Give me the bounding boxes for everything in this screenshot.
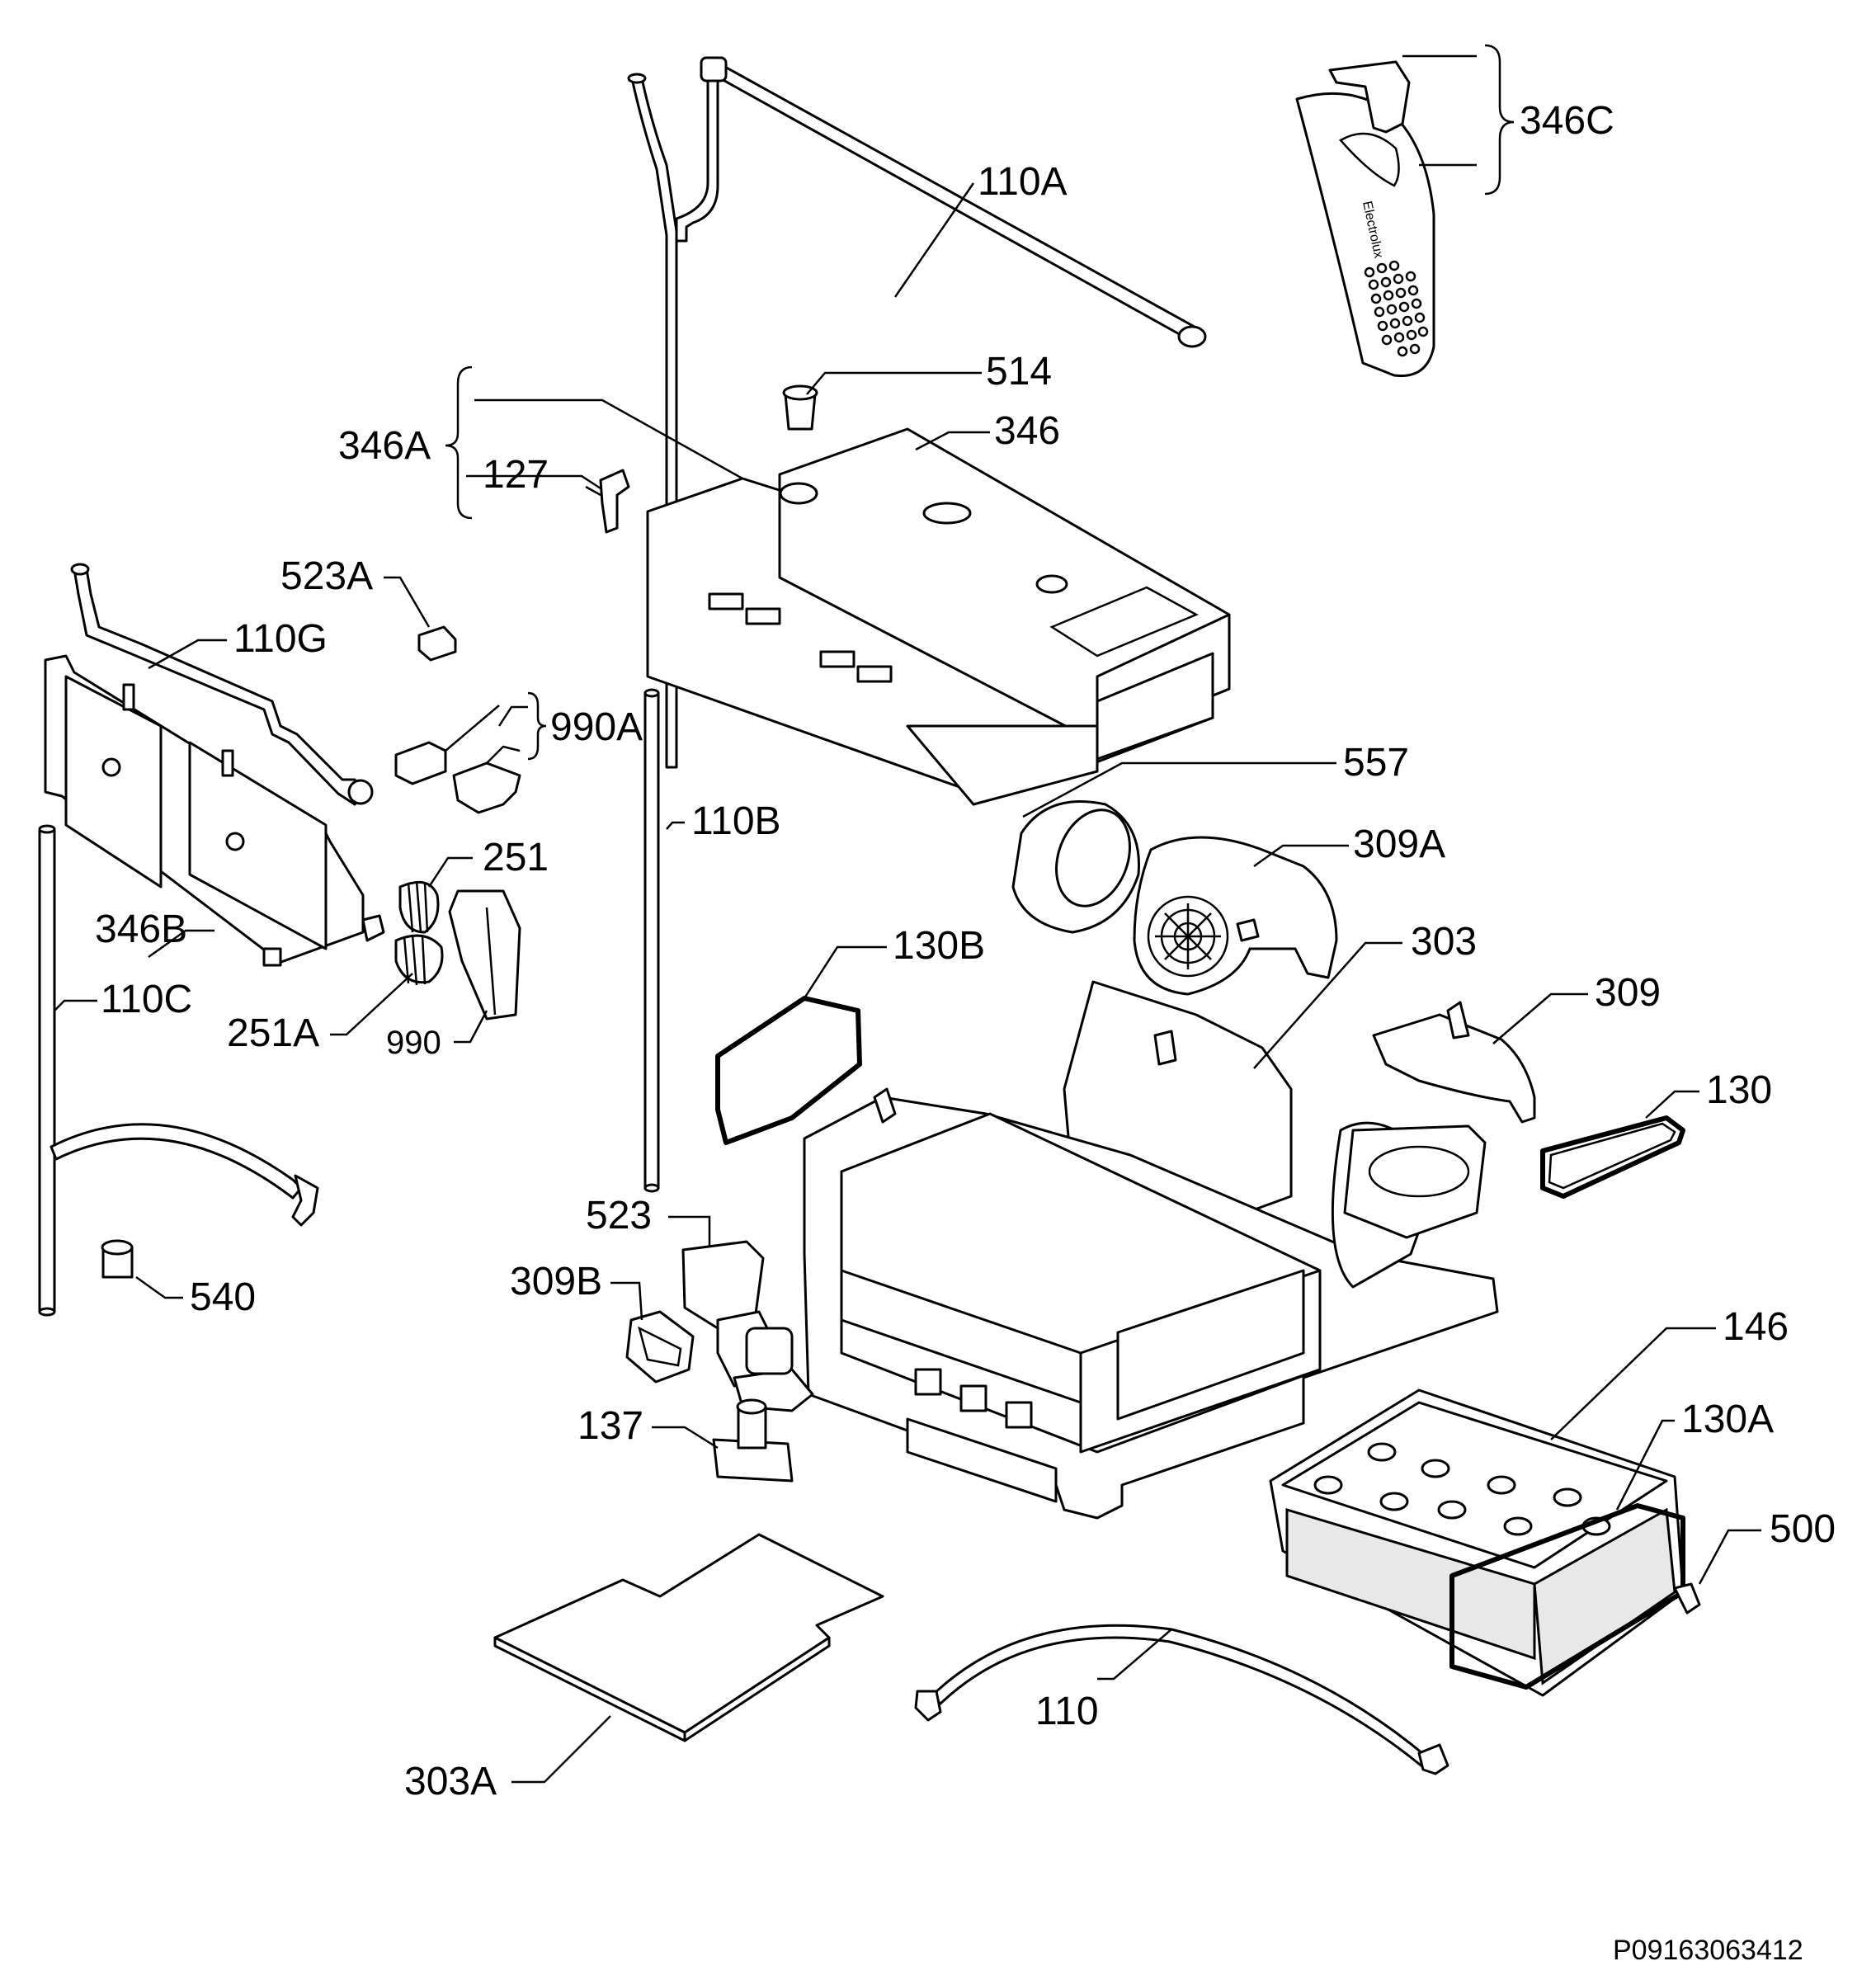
part-990-spout bbox=[448, 889, 521, 1021]
label-346B: 346B bbox=[95, 908, 187, 951]
part-251-spring bbox=[398, 880, 440, 934]
part-990A-switch bbox=[394, 741, 521, 814]
part-514-cap bbox=[782, 384, 818, 431]
label-990A: 990A bbox=[550, 705, 643, 749]
label-110: 110 bbox=[1035, 1690, 1099, 1733]
part-346-water-container bbox=[646, 427, 1231, 806]
label-110C: 110C bbox=[101, 978, 192, 1021]
label-346A: 346A bbox=[338, 424, 431, 468]
label-127: 127 bbox=[483, 453, 549, 497]
label-251A: 251A bbox=[227, 1011, 319, 1055]
label-303A: 303A bbox=[404, 1760, 497, 1803]
label-146: 146 bbox=[1723, 1305, 1789, 1349]
label-500: 500 bbox=[1770, 1507, 1836, 1551]
part-251A-spring bbox=[394, 934, 444, 986]
part-557-ring bbox=[1011, 800, 1140, 934]
label-346: 346 bbox=[994, 409, 1060, 453]
part-127-clip bbox=[585, 469, 630, 534]
part-523-connector bbox=[681, 1240, 814, 1412]
label-523: 523 bbox=[586, 1194, 652, 1238]
label-130B: 130B bbox=[893, 924, 985, 968]
label-251: 251 bbox=[483, 836, 549, 879]
part-110-hose bbox=[914, 1624, 1449, 1775]
label-309A: 309A bbox=[1353, 823, 1445, 866]
part-309B-bracket bbox=[625, 1310, 695, 1384]
label-346C: 346C bbox=[1520, 99, 1614, 143]
label-110B: 110B bbox=[691, 799, 781, 843]
part-303A-mat bbox=[493, 1533, 884, 1742]
label-130: 130 bbox=[1706, 1068, 1772, 1112]
part-110G-hose bbox=[70, 563, 374, 806]
part-303-air-duct bbox=[803, 980, 1499, 1520]
part-309A-fan-housing bbox=[1133, 836, 1338, 996]
label-557: 557 bbox=[1343, 741, 1409, 785]
brace-990A bbox=[527, 691, 547, 761]
leader-lines bbox=[54, 54, 1761, 1784]
part-130B-gasket bbox=[715, 996, 862, 1145]
part-523A-connector bbox=[417, 625, 457, 662]
part-110C-hose bbox=[38, 824, 319, 1317]
label-309B: 309B bbox=[510, 1260, 602, 1304]
part-309-duct-cover bbox=[1372, 1001, 1536, 1124]
brace-346C bbox=[1484, 44, 1515, 196]
label-990: 990 bbox=[386, 1025, 441, 1061]
part-540-clamp bbox=[101, 1239, 134, 1279]
label-303: 303 bbox=[1411, 920, 1477, 964]
label-137: 137 bbox=[577, 1404, 643, 1448]
brace-346A bbox=[445, 365, 473, 520]
label-110A: 110A bbox=[978, 160, 1068, 204]
part-146-condenser bbox=[1269, 1388, 1685, 1697]
part-346C-handle: Electrolux bbox=[1295, 60, 1435, 378]
part-labels: 110A 346C 514 346 346A 127 523A 110G 990… bbox=[95, 99, 1836, 1966]
label-110G: 110G bbox=[233, 617, 328, 661]
part-137-sensor bbox=[712, 1398, 794, 1483]
label-309: 309 bbox=[1595, 971, 1661, 1015]
part-130-gasket bbox=[1540, 1115, 1685, 1199]
part-110A-hose bbox=[675, 56, 1207, 348]
label-130A: 130A bbox=[1681, 1398, 1774, 1441]
label-514: 514 bbox=[986, 350, 1052, 394]
label-540: 540 bbox=[190, 1275, 256, 1319]
handle-perforation-dots bbox=[1364, 260, 1429, 357]
label-523A: 523A bbox=[280, 554, 373, 598]
drawing-code: P09163063412 bbox=[1613, 1935, 1803, 1966]
part-346B-tray bbox=[44, 654, 385, 967]
part-500-clip bbox=[1673, 1582, 1701, 1615]
part-110B-tube bbox=[627, 73, 678, 1193]
